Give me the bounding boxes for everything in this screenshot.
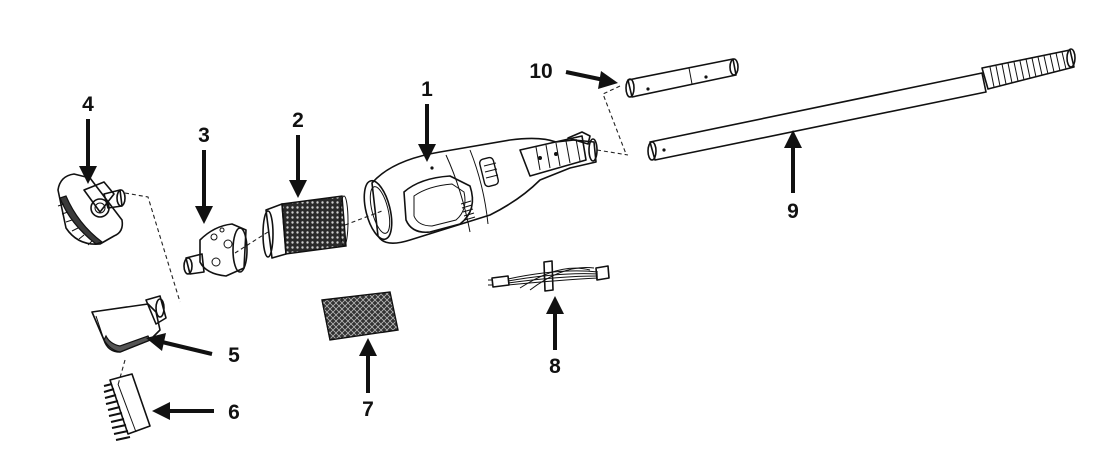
vacuum-main-body xyxy=(363,131,598,244)
callout-arrows xyxy=(79,70,802,420)
filter-bag-pad xyxy=(321,291,399,341)
cylinder-filter xyxy=(262,195,349,259)
part-label-8: 8 xyxy=(549,355,561,378)
extension-tube xyxy=(625,58,739,98)
usb-charging-cable xyxy=(488,260,610,292)
brush-head xyxy=(57,173,126,246)
wide-nozzle xyxy=(91,295,167,353)
telescopic-pole xyxy=(647,48,1076,161)
part-label-7: 7 xyxy=(362,398,374,421)
part-label-2: 2 xyxy=(292,109,304,132)
part-label-9: 9 xyxy=(787,200,799,223)
part-numbers: 1 2 3 4 5 6 7 8 9 10 xyxy=(82,60,799,424)
nozzle-connector xyxy=(183,223,248,277)
assembly-dashed-lines xyxy=(117,85,629,386)
part-label-4: 4 xyxy=(82,93,94,116)
part-label-5: 5 xyxy=(228,344,240,367)
part-label-10: 10 xyxy=(529,60,552,83)
small-brush xyxy=(103,373,151,441)
part-label-3: 3 xyxy=(198,124,210,147)
part-label-1: 1 xyxy=(421,78,433,101)
part-label-6: 6 xyxy=(228,401,240,424)
